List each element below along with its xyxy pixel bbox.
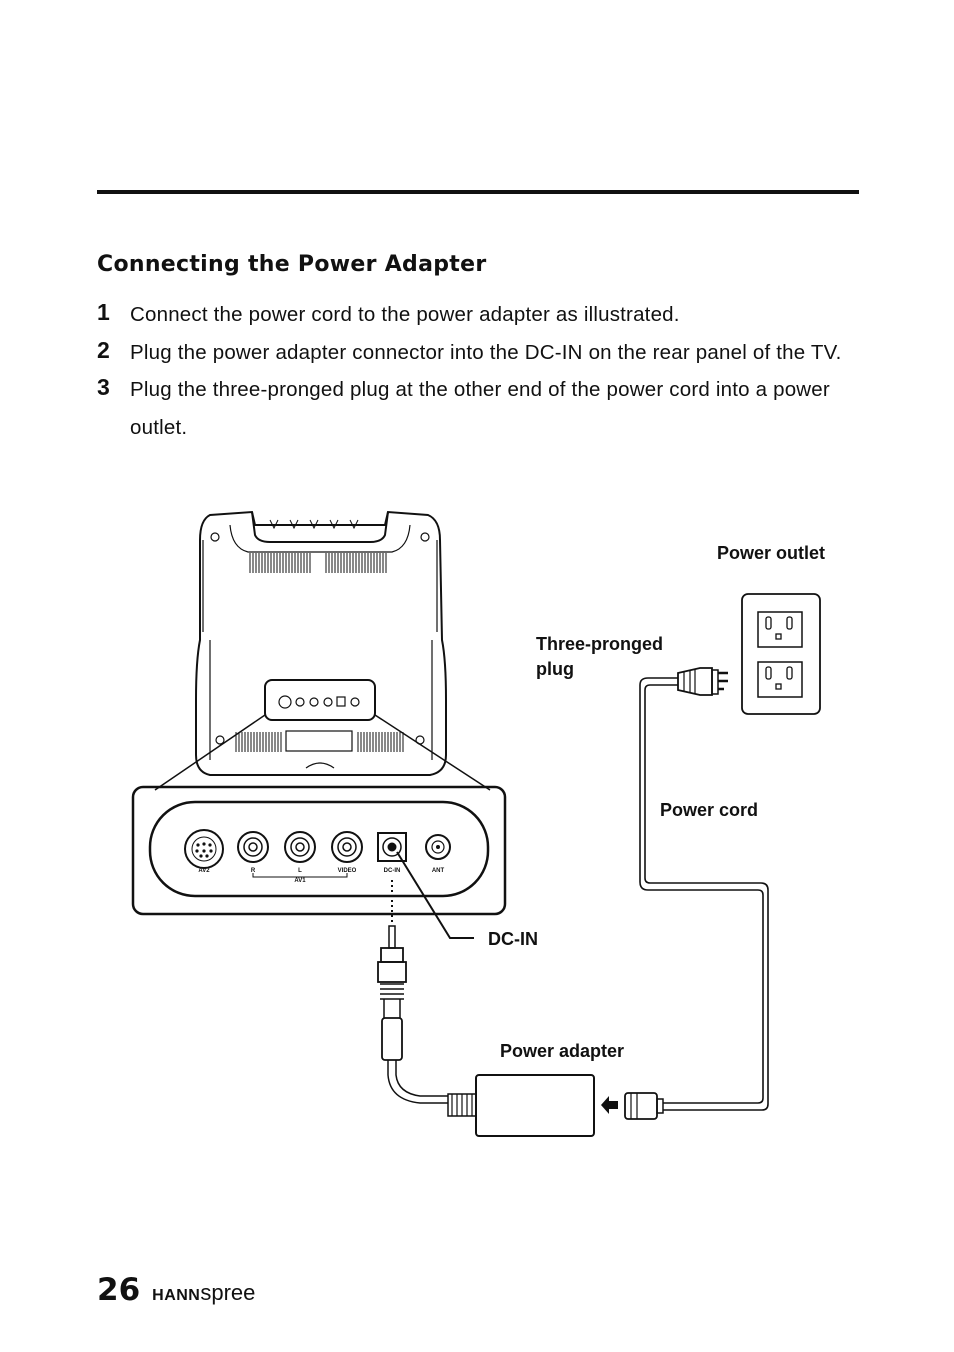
iec-connector-illustration xyxy=(601,1092,664,1120)
label-dc-in: DC-IN xyxy=(488,929,538,949)
step-3: 3 Plug the three-pronged plug at the oth… xyxy=(97,371,867,446)
panel-label-av1: AV1 xyxy=(294,878,306,884)
panel-label-video: VIDEO xyxy=(338,868,357,874)
rear-panel-closeup xyxy=(131,785,507,916)
brand-bold: HANN xyxy=(152,1287,201,1304)
page-footer: 26 HANNspree xyxy=(97,1272,255,1308)
power-adapter-illustration xyxy=(447,1074,595,1137)
connection-diagram: AV2 R L AV1 VIDEO DC-IN ANT Power outlet… xyxy=(131,510,825,1137)
step-2: 2 Plug the power adapter connector into … xyxy=(97,334,867,372)
panel-label-av2: AV2 xyxy=(198,868,210,874)
three-pronged-plug-illustration xyxy=(677,667,728,696)
brand-light: spree xyxy=(200,1280,256,1305)
panel-label-l: L xyxy=(298,868,302,874)
step-number: 2 xyxy=(97,336,110,363)
header-rule xyxy=(97,190,859,194)
label-power-outlet: Power outlet xyxy=(717,543,825,563)
panel-label-dcin: DC-IN xyxy=(384,868,401,874)
power-cord xyxy=(639,677,764,1104)
tv-rear-illustration xyxy=(154,510,491,791)
panel-label-r: R xyxy=(251,868,256,874)
label-power-cord: Power cord xyxy=(660,800,758,820)
steps-list: 1 Connect the power cord to the power ad… xyxy=(97,296,867,446)
section-title: Connecting the Power Adapter xyxy=(97,252,487,277)
panel-label-ant: ANT xyxy=(432,868,445,874)
brand-logo: HANNspree xyxy=(152,1280,255,1306)
page-number: 26 xyxy=(97,1272,141,1308)
dc-in-leader xyxy=(396,851,474,939)
step-text: Connect the power cord to the power adap… xyxy=(130,303,680,326)
step-text: Plug the three-pronged plug at the other… xyxy=(130,378,830,439)
step-number: 1 xyxy=(97,299,110,325)
power-outlet-illustration xyxy=(741,593,821,715)
label-three-pronged-line1: Three-pronged xyxy=(536,634,663,654)
dc-plug-illustration xyxy=(377,925,448,1104)
step-number: 3 xyxy=(97,374,110,400)
step-text: Plug the power adapter connector into th… xyxy=(130,340,842,364)
step-1: 1 Connect the power cord to the power ad… xyxy=(97,296,867,334)
label-three-pronged-line2: plug xyxy=(536,659,574,679)
label-power-adapter: Power adapter xyxy=(500,1041,624,1061)
